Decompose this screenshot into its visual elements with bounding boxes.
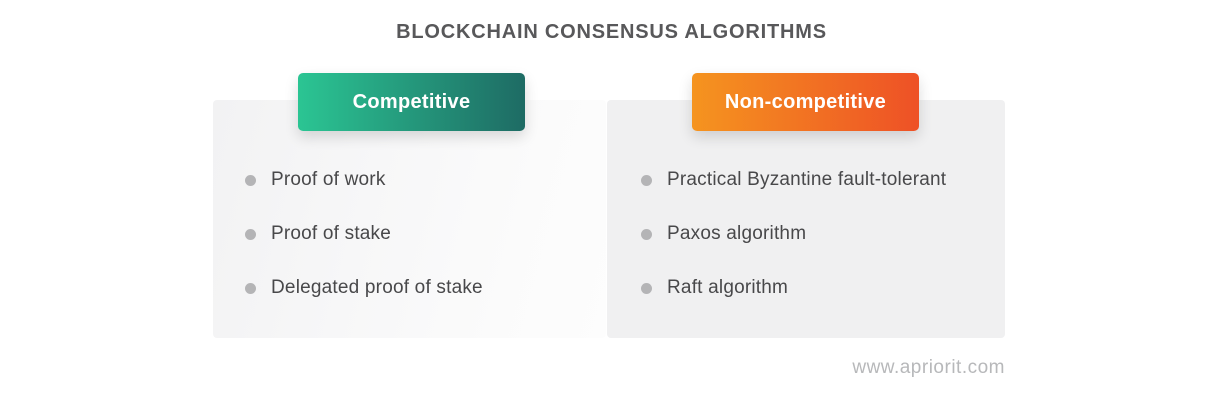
page-title: BLOCKCHAIN CONSENSUS ALGORITHMS (396, 21, 827, 43)
list-item: Practical Byzantine fault-tolerant (607, 153, 1005, 207)
competitive-list: Proof of work Proof of stake Delegated p… (213, 100, 606, 315)
list-item-label: Raft algorithm (667, 277, 789, 298)
bullet-icon (641, 228, 652, 240)
list-item: Proof of stake (213, 207, 606, 261)
non-competitive-panel: Practical Byzantine fault-tolerant Paxos… (607, 100, 1005, 338)
list-item-label: Proof of stake (271, 223, 392, 244)
list-item: Paxos algorithm (607, 207, 1005, 261)
bullet-icon (245, 282, 256, 294)
list-item-label: Proof of work (271, 169, 386, 190)
competitive-header-badge: Competitive (298, 73, 525, 131)
list-item-label: Delegated proof of stake (271, 277, 483, 298)
bullet-icon (245, 174, 256, 186)
list-item: Proof of work (213, 153, 606, 207)
non-competitive-header-badge: Non-competitive (692, 73, 919, 131)
non-competitive-list: Practical Byzantine fault-tolerant Paxos… (607, 100, 1005, 315)
competitive-panel: Proof of work Proof of stake Delegated p… (213, 100, 606, 338)
list-item: Delegated proof of stake (213, 261, 606, 315)
bullet-icon (641, 282, 652, 294)
list-item-label: Practical Byzantine fault-tolerant (667, 169, 947, 190)
website-watermark: www.apriorit.com (852, 357, 1005, 378)
list-item-label: Paxos algorithm (667, 223, 807, 244)
bullet-icon (245, 228, 256, 240)
bullet-icon (641, 174, 652, 186)
list-item: Raft algorithm (607, 261, 1005, 315)
